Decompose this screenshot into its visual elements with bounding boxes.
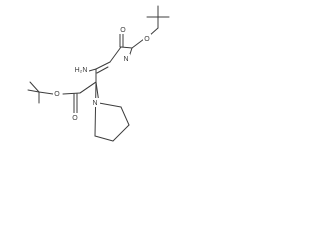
bond	[95, 61, 111, 70]
bond	[27, 89, 40, 93]
bond	[94, 135, 114, 142]
bond	[96, 66, 109, 74]
bond	[79, 81, 97, 94]
top-tert-butyl-group	[146, 5, 170, 37]
ester-oxygen-left-label: O	[54, 91, 60, 98]
ring-nitrogen-label: N	[92, 100, 97, 107]
chemical-structure: O O N H₂N N O O	[27, 5, 170, 142]
amidine-group	[88, 61, 111, 83]
carbonyl-oxygen-top-label: O	[120, 27, 126, 34]
amine-label: H₂N	[75, 67, 88, 74]
atom-labels: O O N H₂N N O O	[53, 25, 151, 123]
bond	[98, 102, 122, 108]
bond	[88, 68, 97, 72]
bond	[38, 91, 54, 95]
bond	[131, 38, 145, 49]
bond	[120, 46, 133, 49]
bond	[62, 92, 81, 95]
bond	[109, 46, 122, 63]
bond	[29, 81, 40, 93]
carbamate-oxygen-top-label: O	[144, 36, 150, 43]
imine-nitrogen-label: N	[123, 56, 128, 63]
bond	[94, 81, 97, 137]
carbonyl-oxygen-bottom-label: O	[72, 115, 78, 122]
bond	[120, 106, 130, 126]
bond	[112, 124, 130, 142]
bottom-boc-group	[27, 81, 97, 115]
pyrrolidine-ring	[79, 81, 130, 142]
